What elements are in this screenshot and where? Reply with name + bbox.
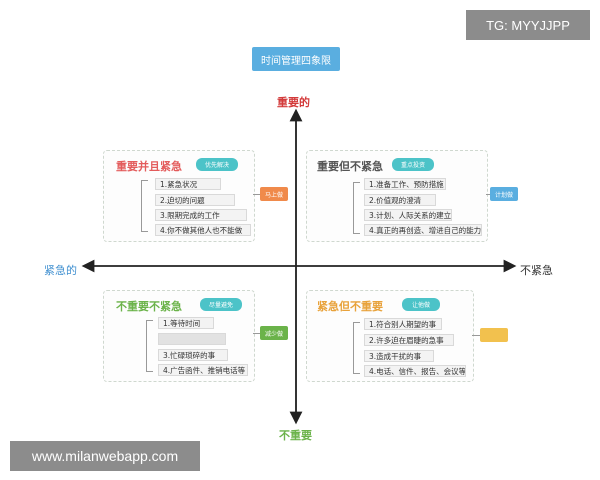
diagram-title: 时间管理四象限 xyxy=(252,47,340,71)
q4-item-1: 1.符合别人期望的事 xyxy=(364,318,442,330)
q3-item-2 xyxy=(158,333,226,345)
axis-label-not-important: 不重要 xyxy=(279,429,312,442)
q1-item-4: 4.你不做其他人也不能做 xyxy=(155,224,251,236)
q1-heading: 重要并且紧急 xyxy=(116,160,182,173)
q1-item-3: 3.限期完成的工作 xyxy=(155,209,247,221)
q3-heading: 不重要不紧急 xyxy=(116,300,182,313)
q1-item-1: 1.紧急状况 xyxy=(155,178,221,190)
q3-item-3: 3.忙碌琐碎的事 xyxy=(158,349,228,361)
q2-item-4: 4.真正的再创造、增进自己的能力 xyxy=(364,224,482,236)
watermark-top: TG: MYYJJPP xyxy=(466,10,590,40)
q3-bracket xyxy=(146,320,153,372)
q2-item-3: 3.计划、人际关系的建立 xyxy=(364,209,452,221)
q3-tag: 尽量避免 xyxy=(200,298,242,311)
q4-connector xyxy=(472,335,480,336)
q2-side-tag: 计划做 xyxy=(490,187,518,201)
q4-side-tag xyxy=(480,328,508,342)
q2-item-1: 1.准备工作、预防措施 xyxy=(364,178,446,190)
axis-label-urgent: 紧急的 xyxy=(44,264,77,277)
q2-connector xyxy=(486,194,490,195)
watermark-bottom: www.milanwebapp.com xyxy=(10,441,200,471)
q1-side-tag: 马上做 xyxy=(260,187,288,201)
q4-item-4: 4.电话、信件、报告、会议等 xyxy=(364,365,466,377)
q4-heading: 紧急但不重要 xyxy=(317,300,383,313)
q4-bracket xyxy=(353,322,360,374)
q4-item-2: 2.许多迫在眉睫的急事 xyxy=(364,334,454,346)
q3-side-tag: 减少做 xyxy=(260,326,288,340)
q4-tag: 让他做 xyxy=(402,298,440,311)
q1-item-2: 2.迫切的问题 xyxy=(155,194,235,206)
q2-item-2: 2.价值观的澄清 xyxy=(364,194,436,206)
q3-connector xyxy=(253,333,260,334)
q2-bracket xyxy=(353,182,360,234)
q2-tag: 重点投资 xyxy=(392,158,434,171)
q2-heading: 重要但不紧急 xyxy=(317,160,383,173)
axis-label-not-urgent: 不紧急 xyxy=(520,264,553,277)
q3-item-4: 4.广告函件、推销电话等 xyxy=(158,364,248,376)
q1-bracket xyxy=(141,180,148,232)
q4-item-3: 3.造成干扰的事 xyxy=(364,350,434,362)
q1-tag: 优先解决 xyxy=(196,158,238,171)
q3-item-1: 1.等待时间 xyxy=(158,317,214,329)
axis-label-important: 重要的 xyxy=(277,96,310,109)
q1-connector xyxy=(253,194,260,195)
